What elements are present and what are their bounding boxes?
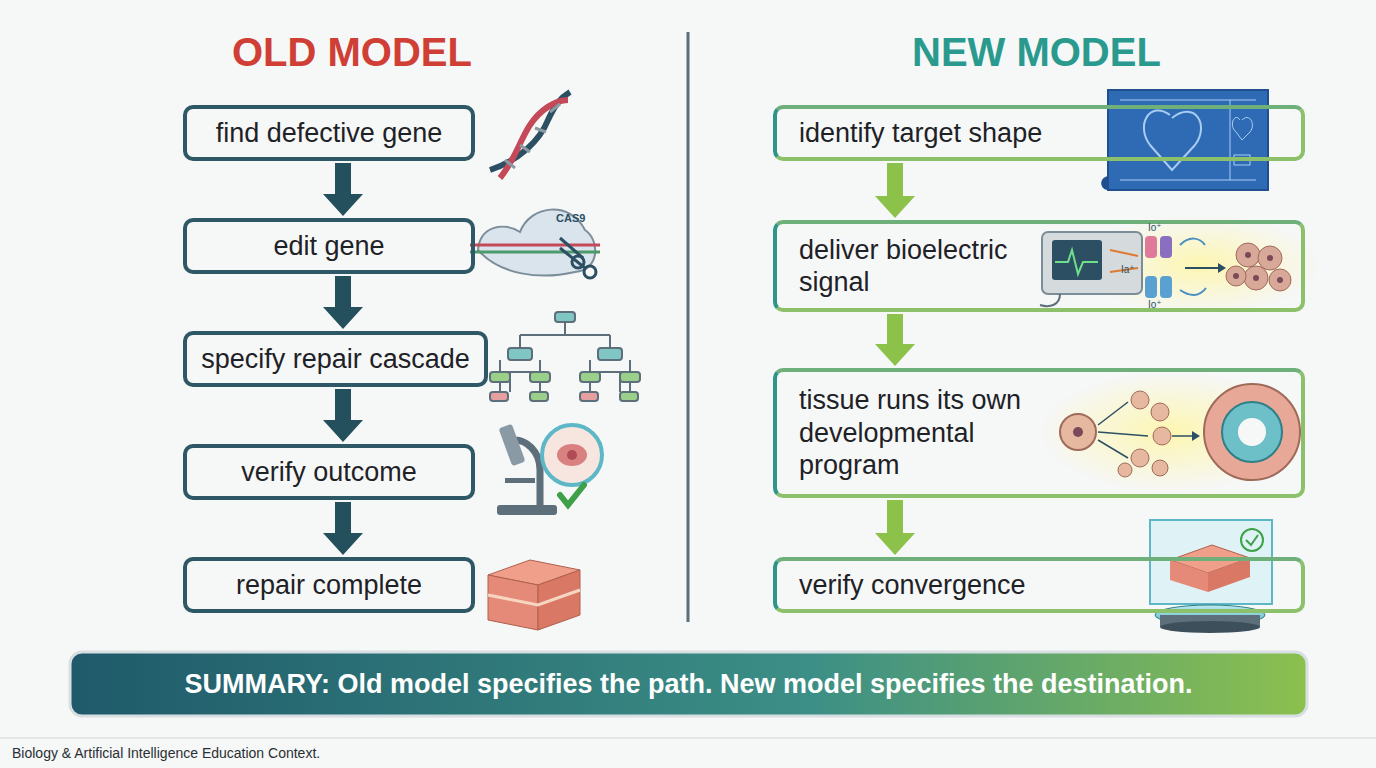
cascade-tree-icon xyxy=(490,312,640,401)
box-label: tissue runs its own developmental progra… xyxy=(799,384,1054,481)
summary-band: SUMMARY: Old model specifies the path. N… xyxy=(70,652,1307,716)
process-box: verify convergence xyxy=(773,557,1305,613)
process-box: edit gene xyxy=(183,218,475,274)
process-box: identify target shape xyxy=(773,105,1305,161)
dna-icon xyxy=(490,92,570,178)
box-label: verify outcome xyxy=(241,456,417,488)
process-box: tissue runs its own developmental progra… xyxy=(773,368,1305,498)
process-box: verify outcome xyxy=(183,444,475,500)
hologram-icon xyxy=(1150,520,1272,633)
flow-arrow xyxy=(323,163,363,216)
bioelectric-device-icon xyxy=(1040,215,1320,315)
column-heading: OLD MODEL xyxy=(232,30,472,75)
box-label: identify target shape xyxy=(799,117,1042,149)
footer-rule xyxy=(0,738,1376,739)
ion-label: Io⁺ xyxy=(1148,222,1162,233)
process-box: deliver bioelectric signal xyxy=(773,220,1305,312)
box-label: specify repair cascade xyxy=(201,343,470,375)
development-cells-icon xyxy=(1040,372,1300,492)
flow-arrow xyxy=(323,389,363,442)
flow-arrow xyxy=(323,502,363,555)
microscope-icon xyxy=(497,424,602,515)
process-box: specify repair cascade xyxy=(183,331,488,387)
box-label: verify convergence xyxy=(799,569,1026,601)
cas9-icon xyxy=(470,210,600,278)
ion-label: Ia⁺ xyxy=(1121,264,1135,275)
tissue-block-icon xyxy=(488,560,580,630)
flow-arrow xyxy=(875,314,915,366)
footer-caption: Biology & Artificial Intelligence Educat… xyxy=(12,745,320,761)
ion-label: Io⁺ xyxy=(1148,299,1162,310)
box-label: deliver bioelectric signal xyxy=(799,234,1039,299)
flow-arrow xyxy=(875,500,915,555)
box-label: repair complete xyxy=(236,569,422,601)
column-heading: NEW MODEL xyxy=(912,30,1161,75)
flow-arrow xyxy=(875,163,915,218)
box-label: find defective gene xyxy=(216,117,443,149)
protein-label: CAS9 xyxy=(556,212,585,224)
process-box: repair complete xyxy=(183,557,475,613)
flow-arrow xyxy=(323,276,363,329)
box-label: edit gene xyxy=(273,230,384,262)
summary-text: SUMMARY: Old model specifies the path. N… xyxy=(184,668,1192,700)
summary-band-fill xyxy=(70,652,1307,716)
divider-line xyxy=(687,32,690,622)
process-box: find defective gene xyxy=(183,105,475,161)
